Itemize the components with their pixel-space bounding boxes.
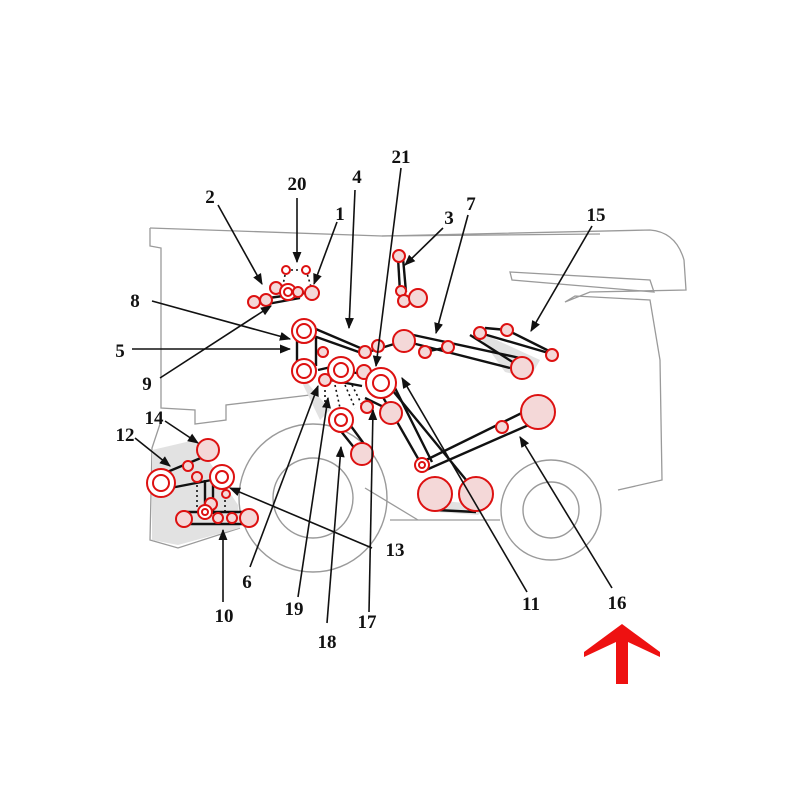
pulley: [196, 438, 220, 462]
pulley: [510, 356, 534, 380]
pulley: [182, 460, 194, 472]
pulley: [418, 461, 426, 469]
pulley: [221, 489, 231, 499]
callout-numbers: 1 2 3 4 5 6 7 8 9 10 11 12 13 14 15 16 1…: [115, 147, 626, 653]
pulley: [296, 323, 312, 339]
rear-wheel-outer: [500, 459, 602, 561]
callout-label-14: 14: [145, 408, 165, 429]
pulley: [520, 394, 556, 430]
pulley: [418, 345, 432, 359]
pulley: [296, 363, 312, 379]
callout-label-5: 5: [115, 341, 125, 362]
pulley: [215, 470, 229, 484]
pulley: [473, 326, 487, 340]
leader-14: [164, 420, 199, 444]
pulleys: [146, 249, 559, 528]
pulley: [545, 348, 559, 362]
pulley: [360, 400, 374, 414]
leader-21: [372, 167, 402, 368]
callout-label-1: 1: [335, 204, 345, 225]
leader-16: [519, 436, 613, 589]
pulley: [212, 512, 224, 524]
callout-label-8: 8: [130, 291, 140, 312]
leader-12: [134, 437, 171, 467]
pulley: [247, 295, 261, 309]
rear-wheel-rim: [522, 481, 580, 539]
pulley: [292, 286, 304, 298]
pulley: [358, 345, 372, 359]
front-wheel-outer: [238, 423, 388, 573]
leader-13: [228, 487, 373, 549]
leader-4: [344, 189, 356, 330]
machine-body-outline: [149, 227, 687, 549]
pulley: [392, 249, 406, 263]
pulley: [301, 265, 311, 275]
callout-label-19: 19: [285, 599, 304, 620]
callout-label-3: 3: [444, 208, 454, 229]
callout-label-11: 11: [522, 594, 540, 615]
callout-label-15: 15: [587, 205, 606, 226]
callout-label-17: 17: [358, 612, 378, 633]
callout-label-18: 18: [318, 632, 337, 653]
pulley: [191, 471, 203, 483]
pulley: [350, 442, 374, 466]
pulley: [304, 285, 320, 301]
callout-leader-arrows: [132, 167, 613, 624]
pulley: [333, 362, 349, 378]
callout-label-6: 6: [242, 572, 252, 593]
pulley: [201, 508, 209, 516]
pulley: [392, 329, 416, 353]
leader-15: [530, 225, 593, 332]
leader-19: [297, 396, 331, 598]
leader-18: [326, 445, 345, 624]
callout-label-10: 10: [215, 606, 234, 627]
callout-label-12: 12: [116, 425, 135, 446]
leader-7: [434, 214, 469, 335]
pulley: [152, 474, 170, 492]
pulley: [283, 287, 293, 297]
leader-17: [368, 408, 378, 613]
pulley: [372, 374, 390, 392]
callout-label-9: 9: [142, 374, 152, 395]
leader-3: [404, 227, 444, 266]
callout-label-13: 13: [386, 540, 405, 561]
front-wheel-rim: [272, 457, 354, 539]
pulley: [239, 508, 259, 528]
callout-label-2: 2: [205, 187, 215, 208]
pulley: [441, 340, 455, 354]
pulley: [318, 373, 332, 387]
callout-label-7: 7: [466, 194, 476, 215]
pulley: [495, 420, 509, 434]
pulley: [317, 346, 329, 358]
leader-9: [159, 305, 272, 379]
pulley: [226, 512, 238, 524]
pulley: [417, 476, 453, 512]
leader-6: [249, 384, 319, 568]
up-arrow-icon: [584, 624, 660, 684]
leader-8: [151, 300, 292, 341]
pulley: [175, 510, 193, 528]
pulley: [281, 265, 291, 275]
leader-2: [217, 204, 263, 285]
pulley: [379, 401, 403, 425]
callout-label-20: 20: [288, 174, 307, 195]
wheels: [238, 423, 602, 573]
pulley: [259, 293, 273, 307]
leader-11: [401, 377, 528, 593]
leader-1: [313, 221, 338, 286]
callout-label-4: 4: [352, 167, 362, 188]
callout-label-21: 21: [392, 147, 411, 168]
callout-label-16: 16: [608, 593, 627, 614]
pulley: [334, 413, 348, 427]
pulley: [408, 288, 428, 308]
pulley: [500, 323, 514, 337]
pulley: [458, 476, 494, 512]
